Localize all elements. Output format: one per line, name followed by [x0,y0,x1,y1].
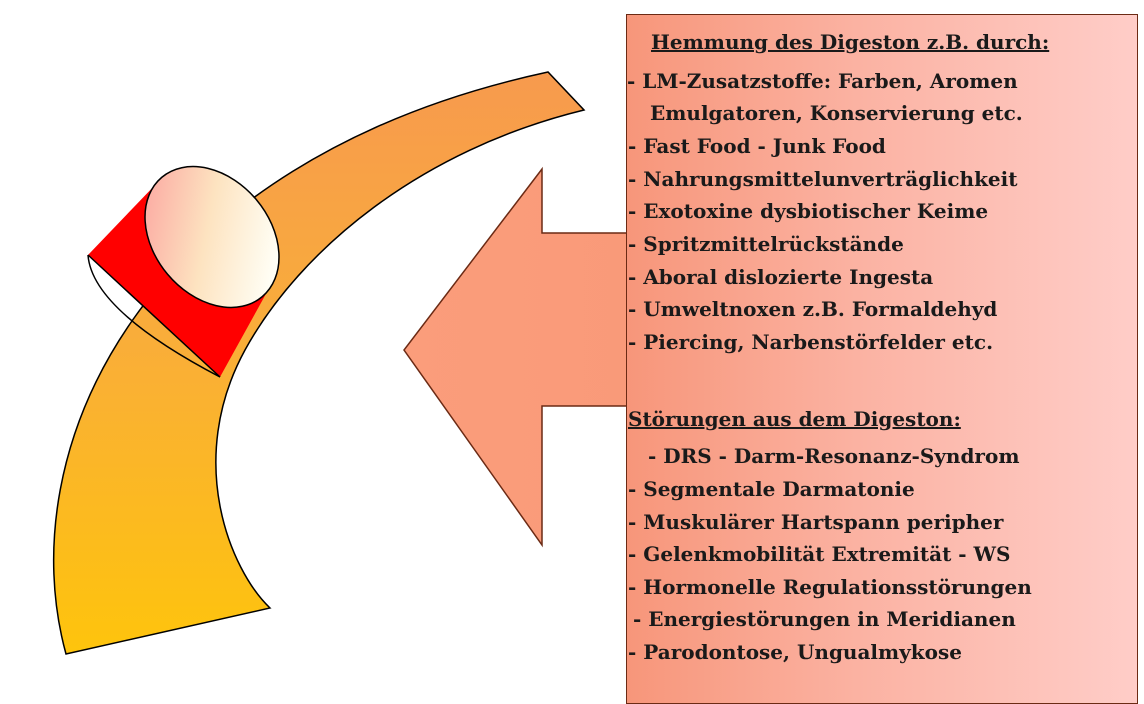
list-item: - Piercing, Narbenstörfelder etc. [628,329,993,355]
list-item: - Nahrungsmittelunverträglichkeit [628,166,1017,192]
list-item: - Muskulärer Hartspann peripher [628,509,1003,535]
list-item: - Fast Food - Junk Food [628,133,886,159]
list-item: - Parodontose, Ungualmykose [628,639,962,665]
list-item: Emulgatoren, Konservierung etc. [650,100,1023,126]
list-item: - LM-Zusatzstoffe: Farben, Aromen [627,68,1018,94]
list-item: - Spritzmittelrückstände [628,231,904,257]
pointer-arrow [404,169,640,545]
heading-disturbances: Störungen aus dem Digeston: [628,406,961,432]
list-item: - Energiestörungen in Meridianen [633,606,1016,632]
list-item: - Aboral dislozierte Ingesta [628,264,933,290]
list-item: - Gelenkmobilität Extremität - WS [628,541,1010,567]
list-item: - Exotoxine dysbiotischer Keime [628,198,988,224]
list-item: - DRS - Darm-Resonanz-Syndrom [648,443,1019,469]
list-item: - Hormonelle Regulationsstörungen [628,574,1032,600]
list-item: - Segmentale Darmatonie [628,476,915,502]
list-item: - Umweltnoxen z.B. Formaldehyd [628,296,997,322]
heading-inhibition: Hemmung des Digeston z.B. durch: [651,29,1049,55]
